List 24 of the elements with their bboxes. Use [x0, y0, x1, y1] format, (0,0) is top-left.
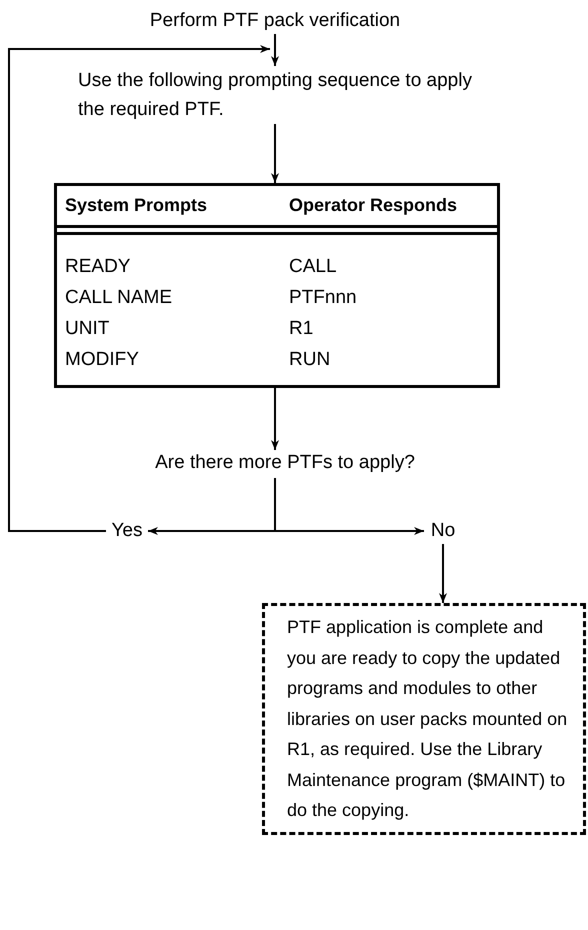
arrow: [271, 124, 279, 183]
table-cell-text: MODIFY: [65, 348, 140, 372]
step-text: No: [424, 518, 462, 544]
column-header: System Prompts: [65, 194, 208, 217]
arrow: [271, 34, 279, 66]
table-cell-text: R1: [289, 317, 314, 341]
table-cell-text: RUN: [289, 348, 332, 372]
prompt-table: [54, 183, 500, 388]
arrow: [439, 544, 447, 603]
column-header: Operator Responds: [289, 194, 458, 217]
table-cell-text: CALL NAME: [65, 286, 173, 310]
arrow: [274, 478, 424, 535]
arrow: [8, 45, 270, 532]
table-cell-text: READY: [65, 255, 132, 279]
step-text: Perform PTF pack verification: [110, 8, 440, 34]
step-text: Use the following prompting sequence to apply the required PTF.: [78, 66, 488, 124]
table-cell-text: CALL: [289, 255, 338, 279]
step-text: Are there more PTFs to apply?: [110, 450, 460, 478]
step-text: Yes: [106, 518, 148, 544]
arrow: [271, 388, 279, 450]
note-text: PTF application is complete and you are ready to copy the updated programs and modules to other libraries on user packs mounted on R1, as required. Use the Library Maintenance program ($MAINT) to do the copying.: [287, 616, 568, 822]
note-box: [262, 603, 586, 834]
table-cell-text: UNIT: [65, 317, 110, 341]
table-cell-text: PTFnnn: [289, 286, 358, 310]
